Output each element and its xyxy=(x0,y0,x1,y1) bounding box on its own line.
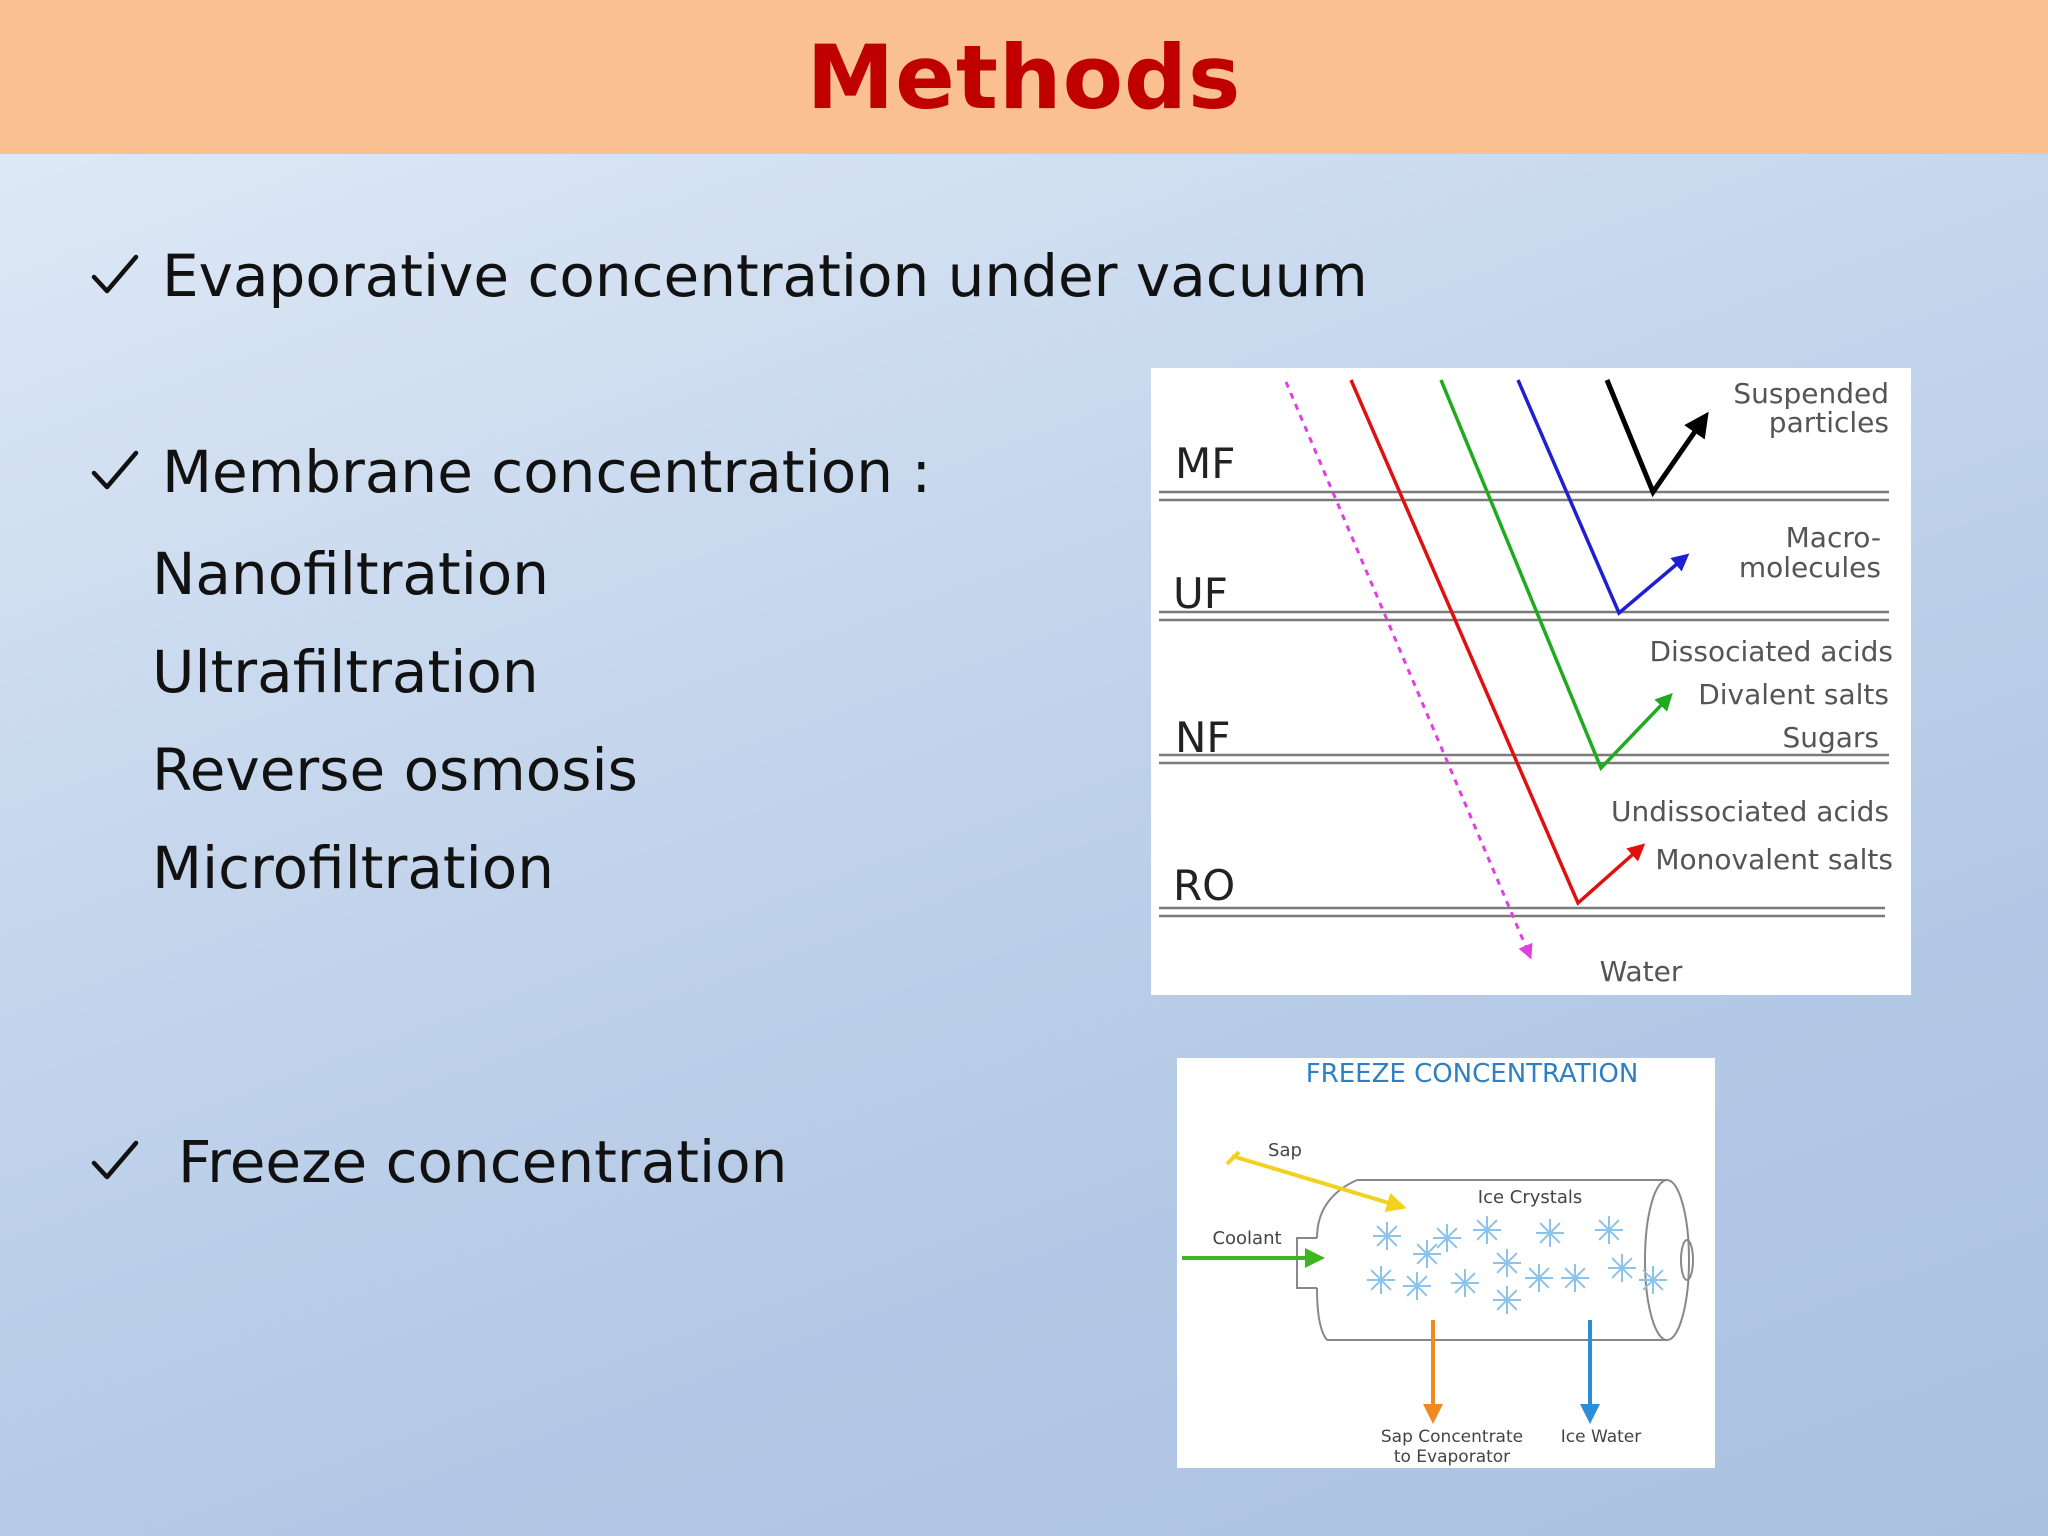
membrane-type-item: Ultrafiltration xyxy=(152,638,539,706)
membrane-diagram-svg: MF UF NF RO Suspended particles Macro- m… xyxy=(1159,377,1893,988)
ice-crystal xyxy=(1433,1224,1461,1252)
title-bar: Methods xyxy=(0,0,2048,154)
mf-arrow xyxy=(1604,379,1709,498)
sap-concentrate-label: to Evaporator xyxy=(1394,1447,1510,1467)
sap-concentrate-label: Sap Concentrate xyxy=(1381,1427,1523,1447)
checkmark-icon xyxy=(91,1140,139,1180)
ice-crystal xyxy=(1413,1240,1441,1268)
bullet-text: Membrane concentration : xyxy=(162,438,931,506)
ice-crystal xyxy=(1608,1254,1636,1282)
ice-crystals xyxy=(1367,1216,1667,1314)
ice-crystal xyxy=(1403,1272,1431,1300)
ro-arrow xyxy=(1349,379,1646,906)
ice-crystal xyxy=(1367,1266,1395,1294)
ice-crystal xyxy=(1451,1269,1479,1297)
bullet-evaporative: Evaporative concentration under vacuum xyxy=(90,242,1368,310)
coolant-label: Coolant xyxy=(1212,1228,1281,1249)
nf-arrow xyxy=(1439,379,1673,772)
ro-retained-label: Monovalent salts xyxy=(1655,843,1893,876)
ice-water-label: Ice Water xyxy=(1561,1427,1641,1447)
bullet-text: Evaporative concentration under vacuum xyxy=(162,242,1368,310)
freeze-cylinder xyxy=(1296,1179,1694,1341)
ice-crystal xyxy=(1493,1249,1521,1277)
ice-crystal xyxy=(1595,1216,1623,1244)
checkmark-icon xyxy=(91,450,139,490)
ice-crystal xyxy=(1493,1286,1521,1314)
ice-crystals-label: Ice Crystals xyxy=(1478,1187,1582,1208)
uf-retained-label: Macro- xyxy=(1786,521,1881,554)
layer-label-ro: RO xyxy=(1173,861,1235,910)
layer-label-mf: MF xyxy=(1175,439,1235,488)
membrane-type-item: Nanofiltration xyxy=(152,540,550,608)
freeze-diagram: FREEZE CONCENTRATION Ice Crystals Sap Co… xyxy=(1177,1058,1715,1468)
nf-retained-label: Dissociated acids xyxy=(1649,635,1893,668)
ice-crystal xyxy=(1473,1216,1501,1244)
slide-title: Methods xyxy=(806,25,1242,129)
uf-arrow xyxy=(1516,379,1690,616)
freeze-title: FREEZE CONCENTRATION xyxy=(1306,1059,1639,1089)
freeze-diagram-svg: FREEZE CONCENTRATION Ice Crystals Sap Co… xyxy=(1182,1059,1694,1467)
ice-crystal xyxy=(1639,1266,1667,1294)
layer-label-nf: NF xyxy=(1175,713,1231,762)
nf-retained-label: Divalent salts xyxy=(1698,678,1889,711)
mf-retained-label: particles xyxy=(1769,406,1889,439)
nf-retained-label: Sugars xyxy=(1782,721,1879,754)
mf-retained-label: Suspended xyxy=(1733,377,1889,410)
bullet-text: Freeze concentration xyxy=(178,1128,788,1196)
ice-crystal xyxy=(1536,1219,1564,1247)
sap-arrow xyxy=(1231,1154,1407,1213)
uf-retained-label: molecules xyxy=(1739,551,1881,584)
ice-crystal xyxy=(1373,1222,1401,1250)
sap-label: Sap xyxy=(1268,1140,1302,1161)
bullet-membrane: Membrane concentration : xyxy=(90,438,931,506)
membrane-type-item: Reverse osmosis xyxy=(152,736,638,804)
membrane-type-item: Microfiltration xyxy=(152,834,554,902)
ro-retained-label: Undissociated acids xyxy=(1611,795,1889,828)
checkmark-icon xyxy=(91,254,139,294)
bullet-freeze: Freeze concentration xyxy=(90,1128,787,1196)
ice-crystal xyxy=(1561,1264,1589,1292)
layer-label-uf: UF xyxy=(1173,569,1228,618)
membrane-lines xyxy=(1159,490,1889,918)
ice-crystal xyxy=(1525,1264,1553,1292)
water-arrow xyxy=(1284,381,1533,960)
membrane-diagram: MF UF NF RO Suspended particles Macro- m… xyxy=(1151,368,1911,995)
water-label: Water xyxy=(1600,955,1683,988)
